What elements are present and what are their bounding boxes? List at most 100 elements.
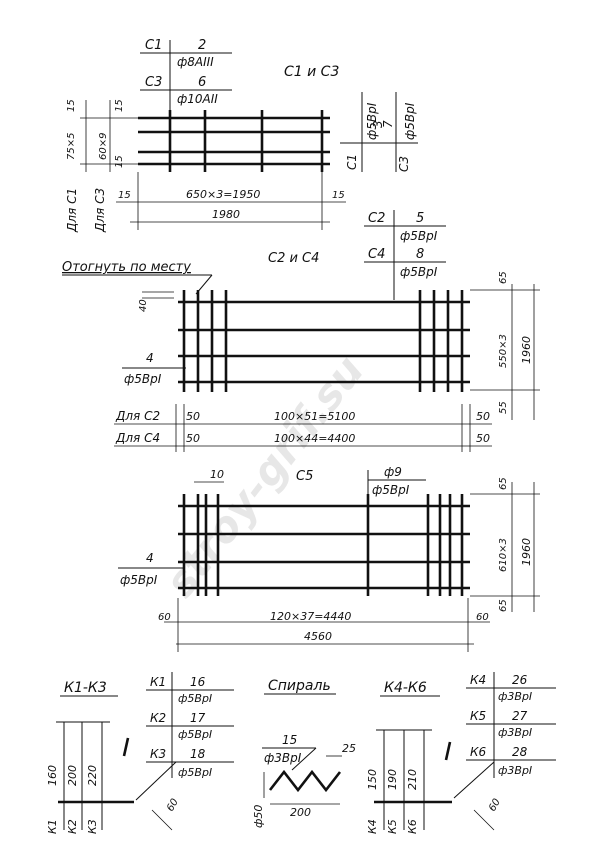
k6-height: 210 — [406, 769, 419, 790]
frame-k1-k3: К1-К3 К1 16 ф5ВрI К2 17 ф5ВрI К3 18 ф5Вр… — [46, 672, 234, 834]
k2-mark: К2 — [150, 711, 166, 725]
left-callout-pos: 4 — [146, 351, 154, 365]
dim-15-bottom: 15 — [114, 155, 125, 168]
rot-pos-7: 7 — [381, 120, 395, 128]
dim-650x3: 650×3=1950 — [186, 188, 260, 201]
callout-pos-9: ф9 — [384, 465, 402, 479]
rdim-55: 55 — [498, 401, 509, 414]
k1-label: К1 — [46, 819, 59, 834]
k4-spec: ф3ВрI — [498, 690, 532, 703]
rot-mark-c1: С1 — [345, 154, 359, 170]
spiral-diameter: ф50 — [252, 805, 265, 828]
k5-label: К5 — [386, 819, 399, 834]
k3-label: К3 — [86, 819, 99, 834]
callout-spec-6: ф10АII — [177, 92, 218, 106]
callout-pos-5: 5 — [416, 211, 424, 226]
rdim-550x3: 550×3 — [498, 334, 509, 368]
frame-title-k4k6: К4-К6 — [384, 680, 427, 696]
k2-spec: ф5ВрI — [178, 728, 212, 741]
k1-spec: ф5ВрI — [178, 692, 212, 705]
k4-pos: 26 — [512, 673, 528, 687]
k6-pos: 28 — [512, 745, 528, 759]
bdim-60-left: 60 — [158, 612, 171, 623]
callout-mark-c1: С1 — [145, 38, 162, 53]
dim-right-15: 15 — [332, 190, 345, 201]
k4-mark: К4 — [470, 673, 486, 687]
mesh-c5: С5 10 ф9 ф5ВрI 4 ф5ВрI 65 610×3 65 — [118, 465, 540, 652]
k3-mark: К3 — [150, 747, 166, 761]
k4-height: 150 — [366, 769, 379, 790]
k4-label: К4 — [366, 819, 379, 834]
dim-top-15: 15 — [66, 99, 77, 112]
dim-total-1980: 1980 — [212, 208, 240, 221]
callout-spec: ф8АIII — [177, 55, 214, 69]
callout-spec-9: ф5ВрI — [372, 483, 410, 497]
bdim-60-right: 60 — [476, 612, 489, 623]
dim-left-15: 15 — [118, 190, 131, 201]
label-for-c1: Для С1 — [65, 188, 79, 233]
callout-pos: 2 — [198, 38, 206, 53]
k2-height: 200 — [66, 765, 79, 786]
k1-height: 160 — [46, 765, 59, 786]
row-c4-left: 50 — [186, 432, 200, 445]
bend-note: Отогнуть по месту — [62, 260, 191, 275]
k5-height: 190 — [386, 769, 399, 790]
mesh-title-c5: С5 — [296, 469, 313, 484]
label-for-c3: Для С3 — [93, 188, 107, 233]
k1-angle-dim: 60 — [165, 797, 181, 814]
spiral-spec: ф3ВрI — [264, 751, 302, 765]
k4-angle-dim: 60 — [487, 797, 503, 814]
k6-mark: К6 — [470, 745, 487, 759]
row-label-c4: Для С4 — [115, 431, 160, 445]
mesh-title: С1 и С3 — [284, 64, 339, 80]
rot-spec-a: ф5ВрI — [365, 102, 379, 140]
rdim-1960: 1960 — [520, 336, 533, 364]
callout-mark-c2: С2 — [368, 211, 385, 226]
row-c4-middle: 100×44=4400 — [274, 432, 355, 445]
callout-pos-6: 6 — [198, 75, 206, 90]
rdim-65-top: 65 — [498, 477, 509, 490]
rdim-610x3: 610×3 — [498, 538, 509, 572]
bdim-120x37: 120×37=4440 — [270, 610, 351, 623]
k5-pos: 27 — [512, 709, 528, 723]
spiral-pos: 15 — [282, 733, 297, 747]
left-callout-pos-c5: 4 — [146, 551, 154, 565]
frame-title-k1k3: К1-К3 — [64, 680, 107, 696]
spiral-title: Спираль — [268, 678, 331, 694]
rdim-65: 65 — [498, 271, 509, 284]
callout-mark-c3: С3 — [145, 75, 162, 90]
row-label-c2: Для С2 — [115, 409, 160, 423]
row-c2-left: 50 — [186, 410, 200, 423]
mesh-c1-c3: С1 2 ф8АIII С3 6 ф10АII С1 и С3 15 75×5 … — [65, 38, 418, 233]
spiral: Спираль 15 ф3ВрI 25 ф50 200 — [252, 678, 356, 828]
k2-label: К2 — [66, 819, 79, 834]
rot-mark-c3: С3 — [397, 156, 411, 172]
dim-40: 40 — [138, 299, 149, 312]
rdim-65-bottom: 65 — [498, 599, 509, 612]
spiral-length: 200 — [290, 806, 311, 819]
frame-k4-k6: К4-К6 К4 26 ф3ВрI К5 27 ф3ВрI К6 28 ф3Вр… — [366, 672, 556, 834]
callout-mark-c4: С4 — [368, 247, 385, 262]
left-callout-spec-c5: ф5ВрI — [120, 573, 158, 587]
row-c4-right: 50 — [476, 432, 490, 445]
row-c2-right: 50 — [476, 410, 490, 423]
mesh-c2-c4: С2 5 ф5ВрI С4 8 ф5ВрI Отогнуть по месту … — [62, 210, 540, 452]
bdim-4560: 4560 — [304, 630, 332, 643]
dim-10: 10 — [210, 468, 224, 481]
k5-mark: К5 — [470, 709, 486, 723]
mesh-title-c2-c4: С2 и С4 — [268, 251, 319, 266]
row-c2-middle: 100×51=5100 — [274, 410, 355, 423]
k2-pos: 17 — [190, 711, 206, 725]
spiral-pitch: 25 — [342, 742, 356, 755]
callout-spec-5: ф5ВрI — [400, 229, 438, 243]
callout-pos-8: 8 — [416, 247, 424, 262]
rdim-1960-c5: 1960 — [520, 538, 533, 566]
k1-pos: 16 — [190, 675, 206, 689]
watermark: stroy-grif.su — [155, 346, 373, 606]
callout-spec-8: ф5ВрI — [400, 265, 438, 279]
k3-height: 220 — [86, 765, 99, 786]
dim-15-right: 15 — [114, 99, 125, 112]
dim-60x9: 60×9 — [98, 133, 109, 160]
k6-spec: ф3ВрI — [498, 764, 532, 777]
